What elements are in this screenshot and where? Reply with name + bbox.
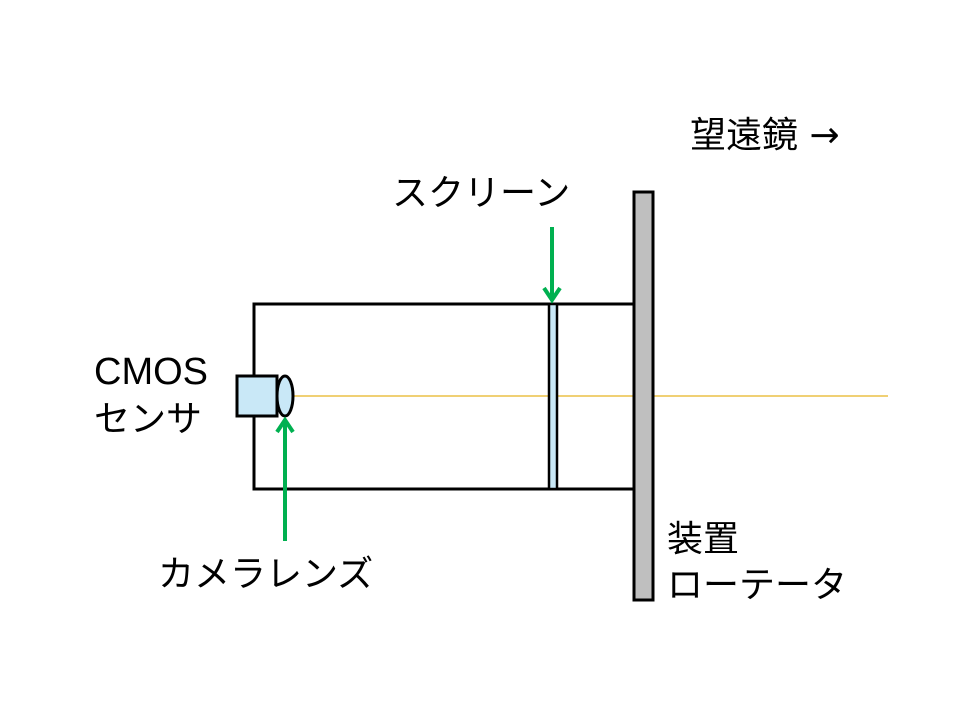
instrument-rotator [632, 190, 655, 602]
screen-arrow [542, 227, 562, 304]
screen [547, 302, 559, 491]
cmos-sensor [235, 374, 279, 418]
screen-label: スクリーン [392, 173, 571, 214]
lens-arrow [275, 416, 295, 541]
sensor-label: センサ [94, 399, 203, 440]
rotator-label-1: 装置 [667, 519, 740, 560]
telescope-label: 望遠鏡 → [690, 115, 840, 156]
cmos-label: CMOS [94, 351, 208, 393]
lens-label: カメラレンズ [158, 554, 374, 595]
camera-lens [275, 374, 295, 418]
rotator-label-2: ローテータ [667, 565, 848, 606]
